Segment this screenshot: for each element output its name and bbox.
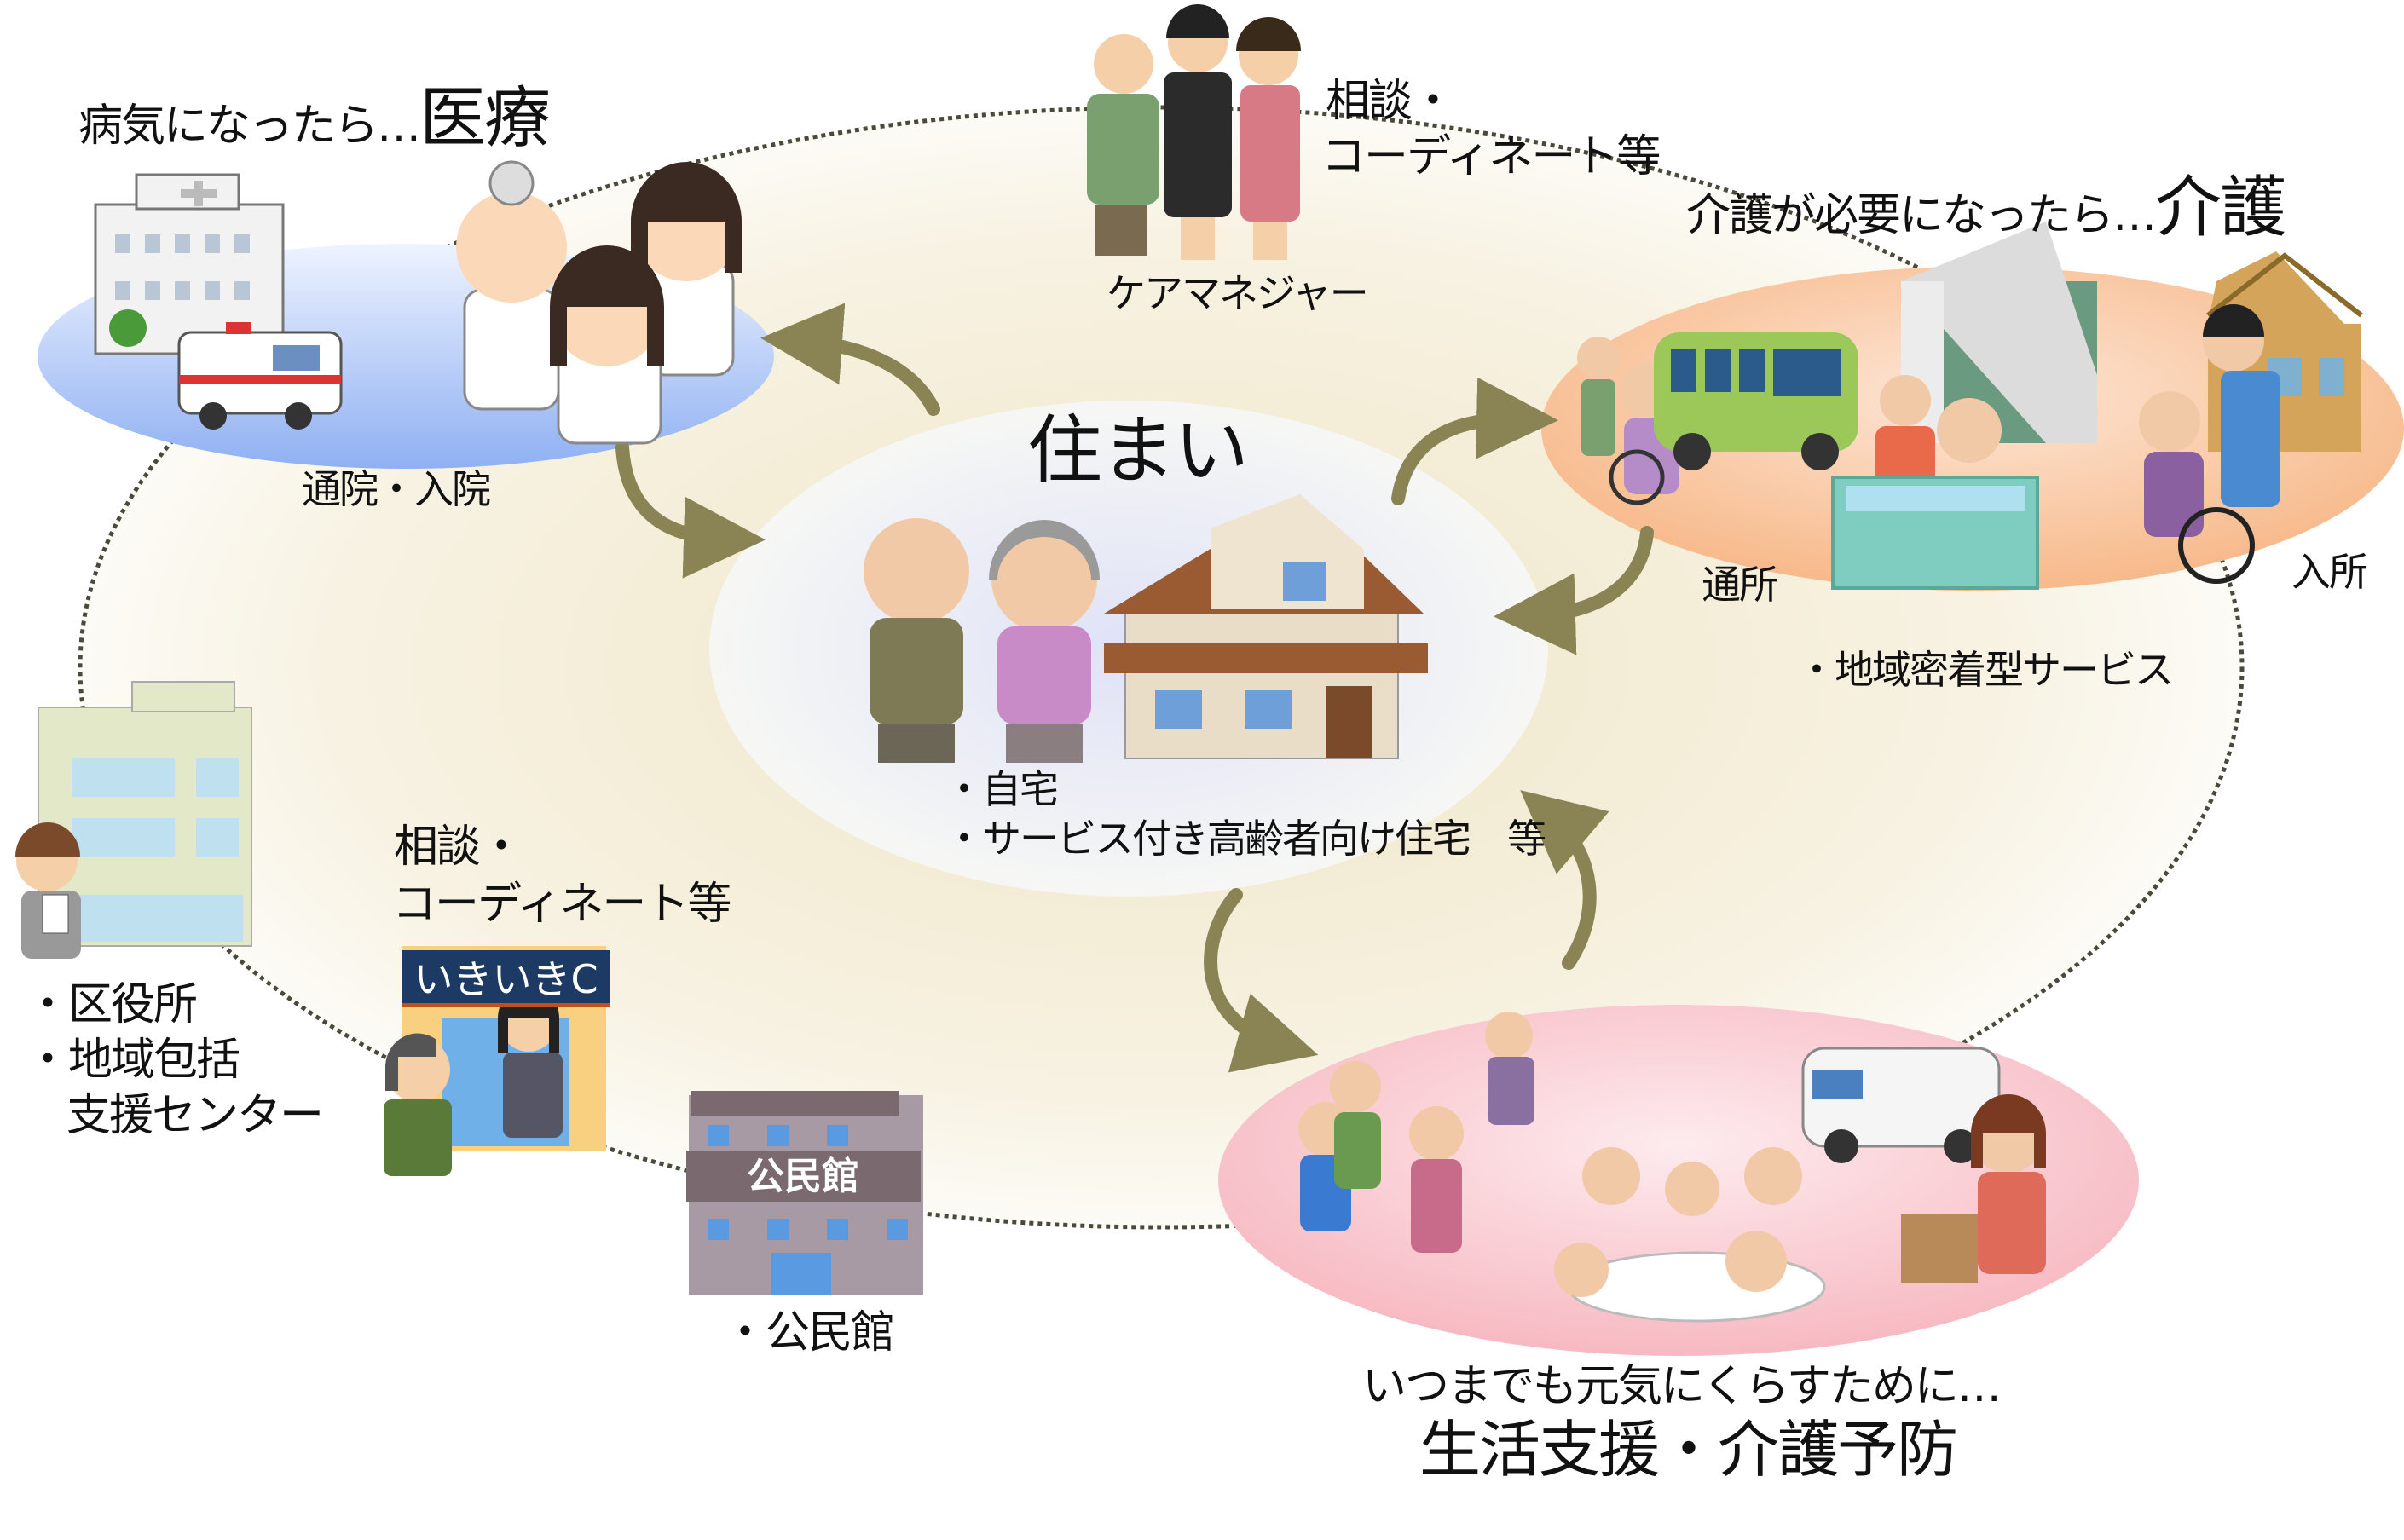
- arrow-housing-to-medical: [760, 303, 940, 416]
- shopping-support-icon: [1901, 1094, 2046, 1283]
- medical-title: 医療: [419, 80, 551, 157]
- prevention-lead: いつまでも元気にくらすために…: [1362, 1361, 2002, 1412]
- care-manager-group-icon: [1087, 4, 1301, 260]
- support-center-label: 支援センター: [66, 1090, 324, 1141]
- caregiver-wheelchair-icon: [2139, 304, 2280, 584]
- housing-item-service-housing: ・サービス付き高齢者向け住宅 等: [945, 816, 1546, 862]
- day-service-bus-icon: [1654, 332, 1858, 470]
- ward-office-building-icon: [38, 681, 252, 947]
- arrow-housing-to-care: [1391, 377, 1558, 505]
- arrow-medical-to-housing: [615, 441, 766, 579]
- medical-caption: 通院・入院: [302, 466, 491, 512]
- care-manager-consult-line2: コーディネート等: [1321, 131, 1661, 182]
- care-residential-label: 入所: [2291, 549, 2368, 595]
- ward-office-label: ・区役所: [26, 979, 198, 1030]
- consult-line2: コーディネート等: [392, 879, 731, 930]
- community-hall-sign-text: 公民館: [747, 1155, 859, 1198]
- community-hall-caption: ・公民館: [723, 1307, 895, 1358]
- prevention-title: 生活支援・介護予防: [1419, 1414, 1958, 1485]
- bathing-care-icon: [1831, 375, 2039, 590]
- community-hall-building-icon: 公民館: [686, 1091, 923, 1295]
- ambulance-icon: [177, 322, 343, 430]
- care-lead: 介護が必要になったら…介護: [1686, 170, 2286, 246]
- community-support-label: ・地域包括: [26, 1035, 240, 1086]
- elderly-couple-icon: [864, 518, 1100, 763]
- arrow-housing-to-prevention: [1204, 888, 1319, 1073]
- consult-line1: 相談・: [394, 822, 523, 873]
- arrow-care-to-housing: [1494, 526, 1654, 655]
- care-day-service-label: 通所: [1702, 562, 1778, 608]
- salon-gathering-icon: [1554, 1147, 1826, 1323]
- housing-title: 住まい: [1027, 407, 1249, 494]
- care-manager-caption: ケアマネジャー: [1107, 270, 1369, 316]
- hospital-icon: [94, 173, 285, 355]
- ikiiki-center-sign: いきいきC: [402, 950, 610, 1007]
- house-icon: [1104, 494, 1428, 759]
- care-facility-building-icon: [1901, 222, 2097, 443]
- exercise-group-icon: [1298, 1012, 1534, 1253]
- delivery-van-icon: [1801, 1047, 2001, 1163]
- doctor-nurse-icon: [456, 160, 742, 445]
- staff-woman-icon: [15, 822, 81, 959]
- housing-item-home: ・自宅: [945, 766, 1059, 812]
- care-title: 介護: [2155, 170, 2286, 246]
- care-manager-consult-line1: 相談・: [1326, 76, 1455, 127]
- community-service-label: ・地域密着型サービス: [1797, 647, 2174, 693]
- medical-lead: 病気になったら…医療: [78, 80, 551, 157]
- arrow-prevention-to-housing: [1520, 790, 1609, 970]
